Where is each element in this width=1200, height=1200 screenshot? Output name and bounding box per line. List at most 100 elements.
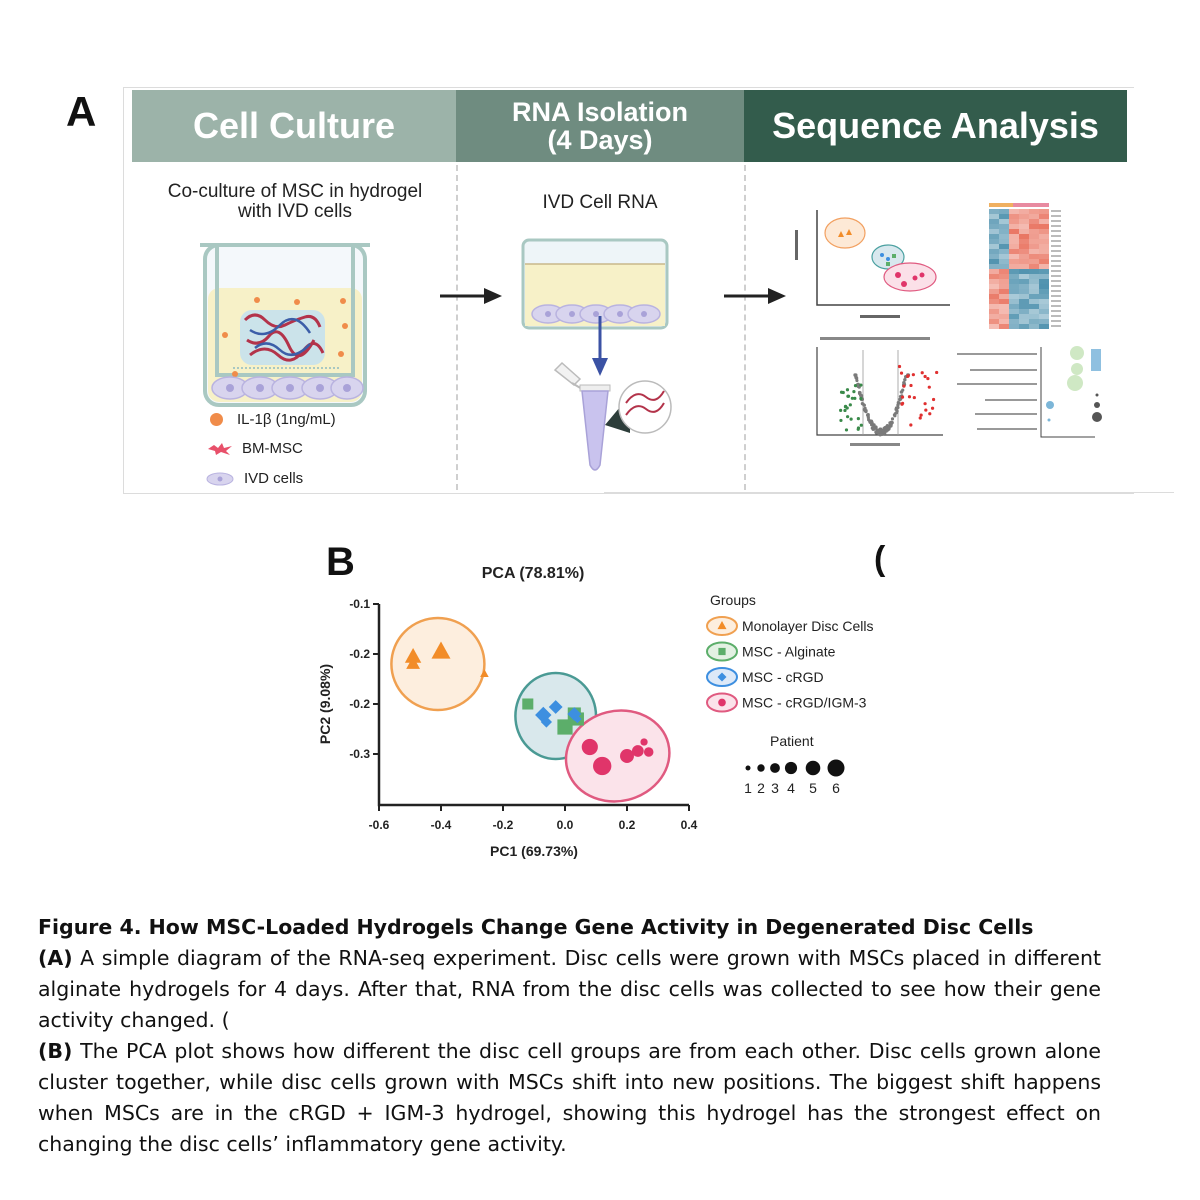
heatmap-row-label <box>1051 255 1061 257</box>
data-point-diamond <box>548 700 563 714</box>
caption-b-label: (B) <box>38 1039 73 1063</box>
volcano-dot <box>901 388 905 392</box>
heatmap-cell <box>1039 209 1049 214</box>
pca-thumbnail <box>795 210 950 318</box>
heatmap-cell <box>1009 289 1019 294</box>
heatmap-cell <box>1009 209 1019 214</box>
heatmap-cell <box>1019 244 1029 249</box>
heatmap-cell <box>1029 239 1039 244</box>
heatmap-cell <box>999 224 1009 229</box>
heatmap-cell <box>999 289 1009 294</box>
heatmap-cell <box>1039 219 1049 224</box>
heatmap-cell <box>1019 209 1029 214</box>
volcano-dot-down <box>839 408 843 412</box>
heatmap-cell <box>1039 314 1049 319</box>
caption-title-text: Figure 4. How MSC-Loaded Hydrogels Chang… <box>38 915 1034 939</box>
volcano-dot-up <box>912 395 916 400</box>
volcano-dot <box>889 424 893 428</box>
volcano-dot-up <box>899 371 904 375</box>
volcano-dot <box>896 403 900 407</box>
heatmap-cell <box>1009 319 1019 324</box>
ivd-cell-icon <box>206 472 234 485</box>
patient-size-dot <box>757 764 765 772</box>
heatmap-cell <box>1039 299 1049 304</box>
volcano-dot-up <box>928 412 932 416</box>
col1-title-line1: Co-culture of MSC in hydrogel <box>167 181 423 202</box>
patient-size-label: 3 <box>771 780 779 796</box>
volcano-dot-up <box>931 397 936 402</box>
volcano-dot-down <box>850 396 854 400</box>
legend-item-il1b: IL-1β (1ng/mL) <box>210 411 336 428</box>
patient-size-dot <box>784 761 798 775</box>
heatmap-cell <box>1019 234 1029 239</box>
volcano-dot <box>858 391 862 395</box>
heatmap-cell <box>1039 274 1049 279</box>
data-point-diamond <box>573 714 582 724</box>
heatmap-cell <box>1039 259 1049 264</box>
heatmap-cell <box>1039 269 1049 274</box>
heatmap-row-label <box>1051 305 1061 307</box>
legend-entry-label: Monolayer Disc Cells <box>742 618 873 634</box>
heatmap-cell <box>1009 219 1019 224</box>
heatmap-cell <box>1029 224 1039 229</box>
heatmap-cell <box>1039 284 1049 289</box>
legend-title: Groups <box>710 592 756 608</box>
heatmap-cell <box>999 274 1009 279</box>
arrow-right-icon <box>440 288 502 304</box>
heatmap-cell <box>989 269 999 274</box>
heatmap-cell <box>1039 229 1049 234</box>
header-label: RNA Isolation <box>511 97 688 127</box>
volcano-dot-up <box>923 374 927 379</box>
heatmap-cell <box>1039 309 1049 314</box>
patient-legend-title: Patient <box>770 733 814 749</box>
caption-b-text: The PCA plot shows how different the dis… <box>38 1039 1101 1156</box>
heatmap-cell <box>1009 279 1019 284</box>
heatmap-cell <box>1039 264 1049 269</box>
volcano-dot-down <box>848 403 852 407</box>
heatmap-cell <box>1039 234 1049 239</box>
heatmap-cell <box>999 269 1009 274</box>
heatmap-cell <box>1019 299 1029 304</box>
data-point-triangle <box>480 669 489 678</box>
heatmap-cell <box>1019 219 1029 224</box>
patient-size-dot <box>745 765 751 771</box>
volcano-dot <box>872 425 876 429</box>
header-label: Cell Culture <box>192 105 396 146</box>
volcano-dot-down <box>853 396 857 400</box>
header-rna-isolation: RNA Isolation (4 Days) <box>456 90 744 162</box>
heatmap-cell <box>1029 274 1039 279</box>
heatmap-cell <box>989 299 999 304</box>
heatmap-cell <box>1029 299 1039 304</box>
heatmap-cell <box>1039 239 1049 244</box>
heatmap-cell <box>989 324 999 329</box>
figure-caption: Figure 4. How MSC-Loaded Hydrogels Chang… <box>38 912 1101 1160</box>
heatmap-cell <box>1039 244 1049 249</box>
x-tick-label: -0.6 <box>369 818 390 832</box>
heatmap-cell <box>1019 214 1029 219</box>
legend-label: IVD cells <box>244 470 304 487</box>
x-tick-label: -0.4 <box>431 818 452 832</box>
heatmap-cell <box>1009 254 1019 259</box>
volcano-dot-down <box>846 394 850 398</box>
volcano-dot-up <box>926 376 930 381</box>
data-point-circle <box>581 738 598 756</box>
panel-a-letter: A <box>66 88 97 135</box>
heatmap-cell <box>1039 319 1049 324</box>
volcano-dot-down <box>843 405 848 409</box>
heatmap-cell <box>1009 314 1019 319</box>
volcano-dot <box>902 381 906 386</box>
data-point-circle <box>640 738 648 746</box>
data-point-circle <box>593 756 612 776</box>
heatmap-cell <box>1019 239 1029 244</box>
heatmap-cell <box>1019 284 1029 289</box>
heatmap-row-label <box>1051 310 1061 312</box>
volcano-dot <box>866 414 870 418</box>
heatmap-cell <box>999 229 1009 234</box>
volcano-dot-down <box>853 384 858 388</box>
heatmap-cell <box>1019 254 1029 259</box>
heatmap-cell <box>989 219 999 224</box>
heatmap-cell <box>1029 209 1039 214</box>
heatmap-cell <box>1029 304 1039 309</box>
heatmap-cell <box>989 279 999 284</box>
volcano-dot <box>876 428 881 432</box>
